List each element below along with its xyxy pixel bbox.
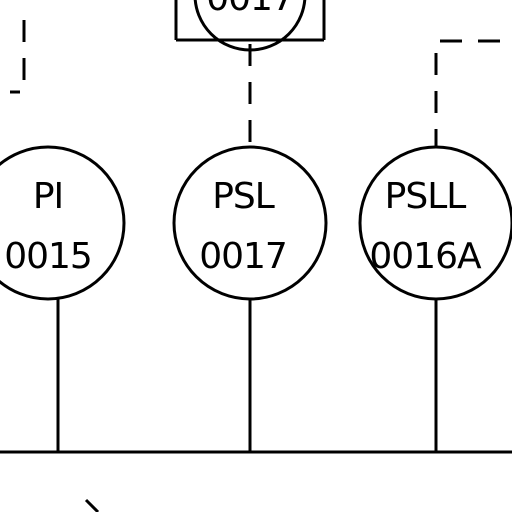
pi-bubble-circle	[0, 145, 126, 301]
pi-tag: PI	[33, 176, 63, 217]
top-bubble-number: 0017	[206, 0, 294, 19]
psl-bubble-circle	[172, 145, 328, 301]
instrument-bubble-psll: PSLL 0016A	[358, 145, 512, 301]
top-instrument-box: 0017	[174, 0, 326, 52]
partial-stroke	[84, 498, 100, 512]
psl-number: 0017	[199, 236, 287, 277]
psll-bubble-circle	[358, 145, 512, 301]
psl-tag: PSL	[212, 176, 275, 217]
psll-number: 0016A	[369, 236, 482, 277]
instrument-bubble-psl: PSL 0017	[172, 145, 328, 301]
psll-tag: PSLL	[385, 176, 467, 217]
instrument-bubble-pi: PI 0015	[0, 145, 126, 301]
psll-signal-line	[434, 39, 500, 150]
left-signal-line	[10, 20, 26, 94]
pi-number: 0015	[4, 236, 92, 277]
